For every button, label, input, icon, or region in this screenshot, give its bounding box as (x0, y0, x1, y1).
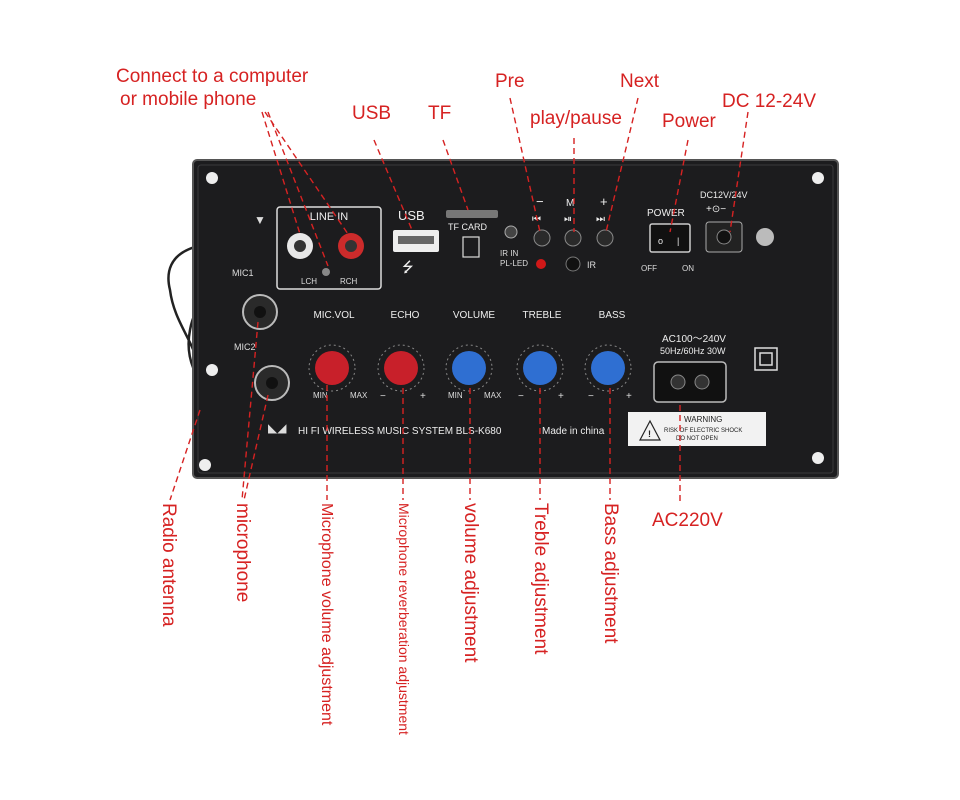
mode-icon: M (566, 198, 574, 209)
svg-text:o: o (658, 236, 663, 246)
play-pause-button[interactable] (564, 229, 582, 247)
callout-radio-antenna: Radio antenna (158, 503, 179, 627)
prev-minus-icon: − (536, 194, 544, 209)
brand-line: HI FI WIRELESS MUSIC SYSTEM BLS-K680 (298, 426, 502, 437)
on-label: ON (682, 264, 694, 273)
knob-label-mic-vol: MIC.VOL (313, 310, 355, 321)
callout-tf: TF (428, 103, 452, 124)
knob-label-volume: VOLUME (453, 310, 496, 321)
minus-label: − (588, 391, 594, 402)
warning-triangle-icon (639, 419, 661, 441)
knob-treble[interactable]: TREBLE − + (516, 310, 564, 402)
screw-hole (199, 459, 211, 471)
callout-next: Next (620, 71, 660, 92)
callout-pre: Pre (495, 71, 525, 92)
screw-hole (812, 452, 824, 464)
power-label: POWER (647, 208, 685, 219)
knob-label-echo: ECHO (391, 310, 420, 321)
ir-jack[interactable] (565, 256, 581, 272)
dc-polarity-icon: +⊙− (706, 204, 726, 215)
power-led (536, 259, 546, 269)
plus-label: + (420, 391, 426, 402)
min-label: MIN (313, 391, 328, 400)
svg-text:|: | (677, 236, 679, 246)
knob-echo[interactable]: ECHO − + (377, 310, 426, 402)
ir-in-label: IR IN (500, 249, 518, 258)
next-button[interactable] (596, 229, 614, 247)
ac-rating-line-1: AC100～240V (662, 334, 726, 345)
warning-line-2: DO NOT OPEN (676, 436, 718, 442)
minus-label: − (380, 391, 386, 402)
minus-label: − (518, 391, 524, 402)
callout-usb: USB (352, 103, 392, 124)
mic2-label: MIC2 (234, 342, 256, 352)
sd-card-icon (462, 236, 480, 258)
usb-symbol-icon: ⭍ (402, 259, 414, 275)
leader-lines (169, 97, 749, 505)
screw-hole (812, 172, 824, 184)
max-label: MAX (350, 391, 368, 400)
rch-label: RCH (340, 277, 358, 286)
next-plus-icon: + (600, 194, 608, 209)
callout-mic-volume: Microphone volume adjustment (318, 503, 335, 726)
ac-rating-line-2: 50Hz/60Hz 30W (660, 346, 726, 356)
ir-receiver (504, 225, 518, 239)
plus-label: + (558, 391, 564, 402)
play-pause-icon: ⏯ (564, 214, 572, 225)
max-label: MAX (484, 391, 502, 400)
screw-hole (206, 172, 218, 184)
callout-line-in-1: Connect to a computer (116, 66, 309, 87)
callout-line-in-2: or mobile phone (120, 89, 257, 110)
power-switch[interactable] (649, 223, 691, 253)
made-in-label: Made in china (542, 426, 605, 437)
pl-led-label: PL-LED (500, 259, 528, 268)
callout-play-pause: play/pause (530, 108, 622, 129)
pre-button[interactable] (533, 229, 551, 247)
lch-label: LCH (301, 277, 317, 286)
callout-treble: Treble adjustment (530, 503, 551, 655)
ac-socket[interactable] (653, 361, 727, 403)
callout-bass: Bass adjustment (600, 503, 621, 644)
next-track-icon: ⏭ (596, 214, 605, 225)
brand-logo-icon: ◣◢ (268, 421, 287, 435)
warning-title: WARNING (684, 415, 722, 424)
ground-screw (756, 228, 774, 246)
knob-volume[interactable]: VOLUME MIN MAX (445, 310, 502, 400)
ir-label: IR (587, 260, 597, 270)
knob-bass[interactable]: BASS − + (584, 310, 632, 402)
tf-card-label: TF CARD (448, 222, 487, 232)
callout-mic-reverb: Microphone reverberation adjustment (396, 503, 412, 735)
double-insulation-icon (754, 347, 778, 371)
knob-label-bass: BASS (599, 310, 626, 321)
min-label: MIN (448, 391, 463, 400)
dc-rating-label: DC12V/24V (700, 190, 748, 200)
callout-microphone: microphone (232, 503, 253, 603)
antenna-symbol-icon: ▼ (254, 213, 266, 227)
warning-line-1: RISK OF ELECTRIC SHOCK (664, 428, 742, 434)
knob-label-treble: TREBLE (523, 310, 562, 321)
line-in-label: LINE IN (310, 211, 349, 223)
mic1-label: MIC1 (232, 268, 254, 278)
off-label: OFF (641, 264, 657, 273)
callout-volume: volume adjustment (460, 503, 481, 663)
callout-dc: DC 12-24V (722, 91, 816, 112)
tf-card-slot[interactable] (446, 210, 498, 218)
callout-power: Power (662, 111, 716, 132)
plus-label: + (626, 391, 632, 402)
svg-text:!: ! (648, 429, 651, 439)
screw-hole (206, 364, 218, 376)
callout-ac: AC220V (652, 510, 723, 531)
knob-mic-vol[interactable]: MIC.VOL MIN MAX (308, 310, 368, 400)
usb-label: USB (398, 208, 425, 223)
